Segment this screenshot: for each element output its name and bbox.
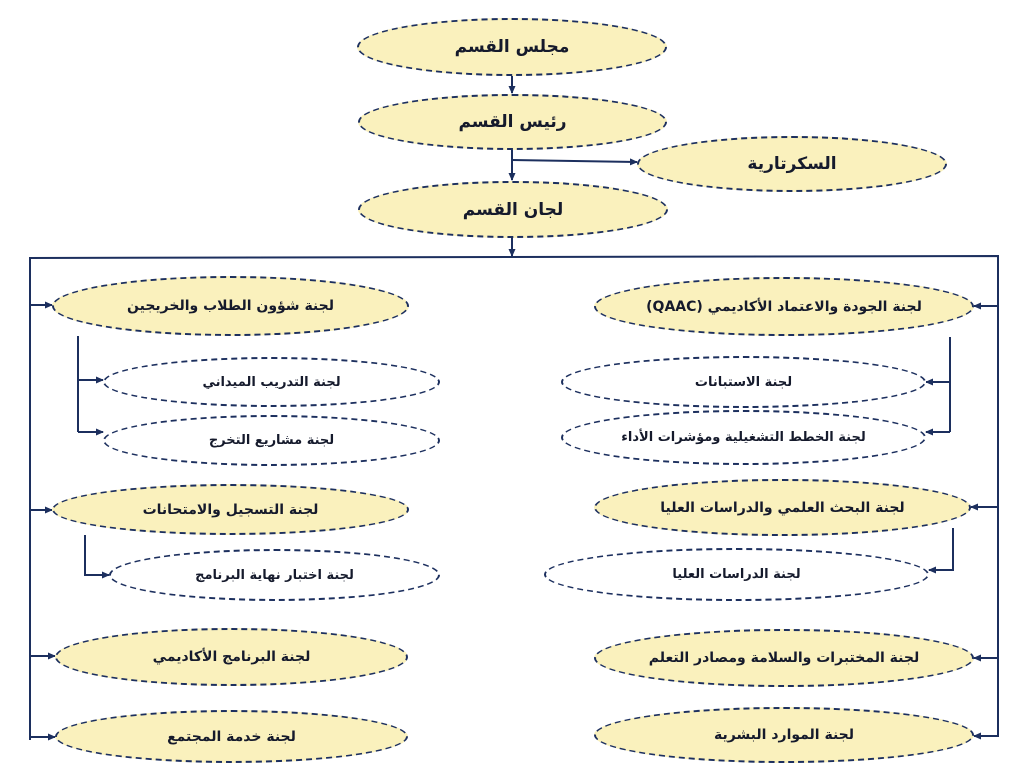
labs-safety-committee-node: لجنة المختبرات والسلامة ومصادر التعلم: [594, 629, 974, 687]
secretariat-node: السكرتارية: [637, 136, 947, 192]
graduation-projects-committee-node: لجنة مشاريع التخرج: [103, 415, 440, 466]
council-node: مجلس القسم: [357, 18, 667, 76]
students-alumni-committee-node: لجنة شؤون الطلاب والخريجين: [52, 276, 409, 336]
community-service-committee-node: لجنة خدمة المجتمع: [55, 710, 408, 763]
grad-studies-committee-node: لجنة الدراسات العليا: [544, 548, 929, 601]
field-training-committee-node: لجنة التدريب الميداني: [103, 357, 440, 407]
registration-exams-committee-node: لجنة التسجيل والامتحانات: [52, 484, 409, 535]
surveys-committee-node: لجنة الاستبانات: [561, 356, 926, 408]
head-node: رئيس القسم: [358, 94, 667, 150]
academic-program-committee-node: لجنة البرنامج الأكاديمي: [55, 628, 408, 686]
plans-kpis-committee-node: لجنة الخطط التشغيلية ومؤشرات الأداء: [561, 410, 926, 465]
committees-node: لجان القسم: [358, 181, 668, 238]
end-program-exam-committee-node: لجنة اختبار نهاية البرنامج: [109, 549, 440, 601]
quality-committee-node: لجنة الجودة والاعتماد الأكاديمي (QAAC): [594, 277, 974, 336]
research-grad-committee-node: لجنة البحث العلمي والدراسات العليا: [594, 479, 971, 536]
hr-committee-node: لجنة الموارد البشرية: [594, 707, 974, 763]
